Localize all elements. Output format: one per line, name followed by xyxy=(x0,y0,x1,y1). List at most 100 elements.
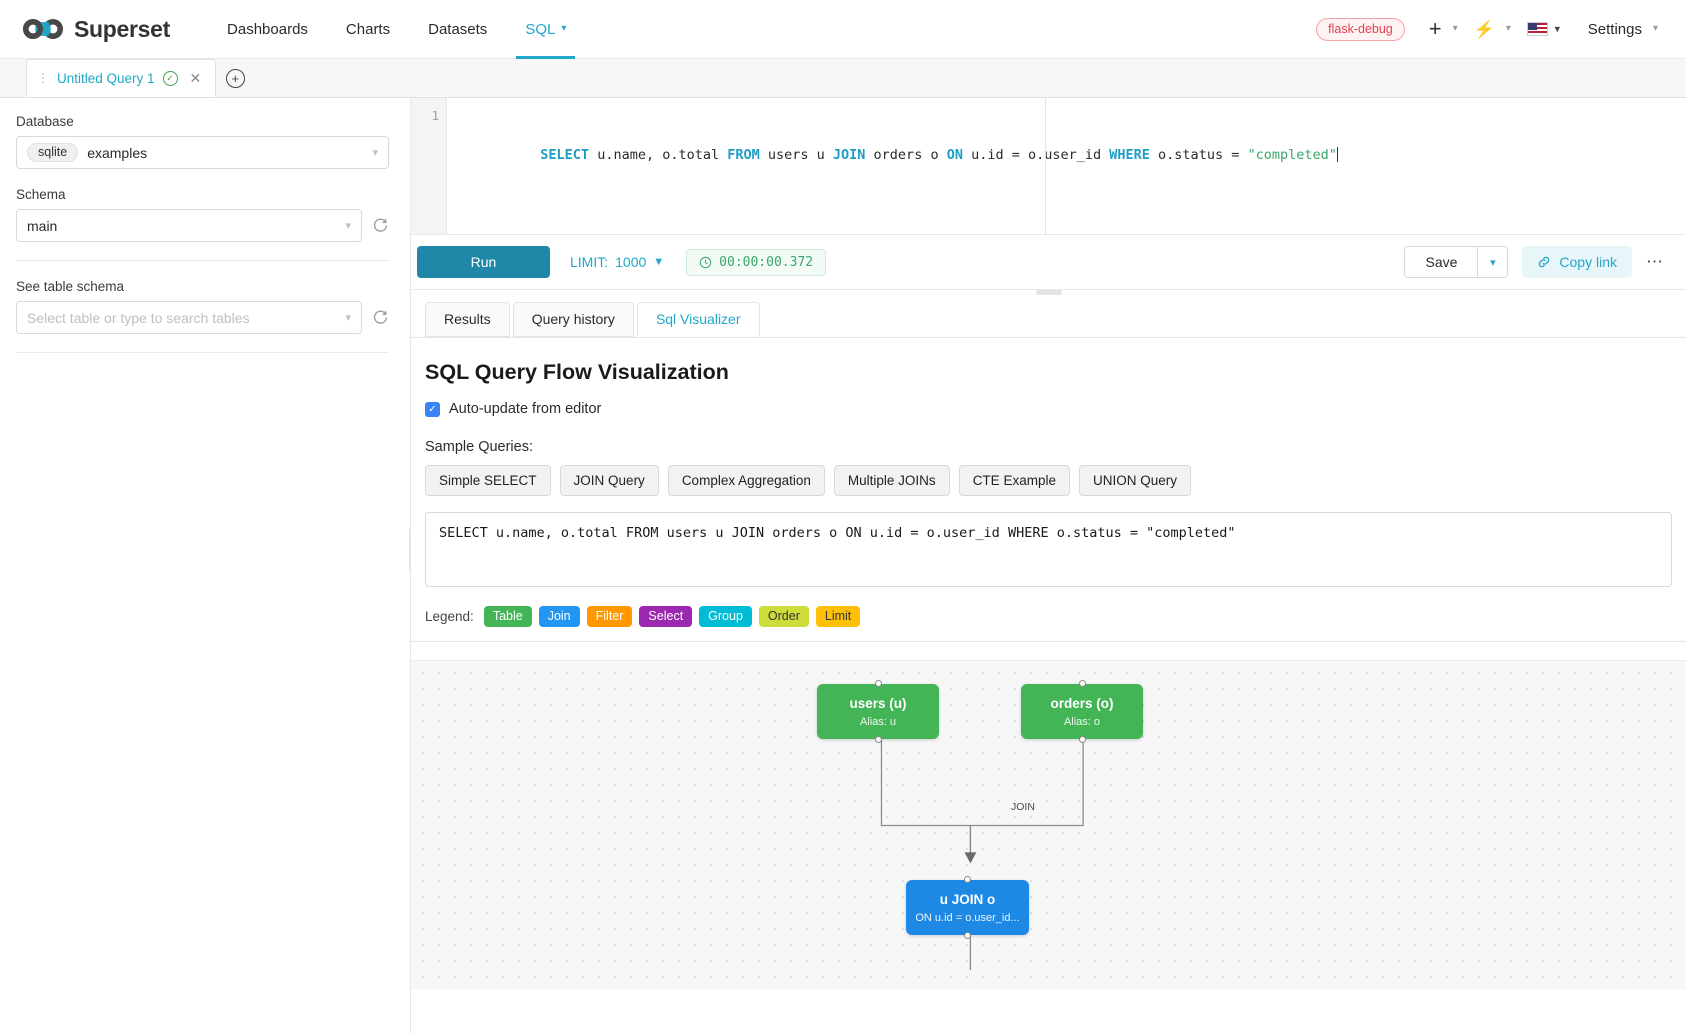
tab-results-label: Results xyxy=(444,311,491,327)
flask-debug-badge: flask-debug xyxy=(1316,17,1405,41)
tab-sql-visualizer[interactable]: Sql Visualizer xyxy=(636,302,760,337)
nav-link-datasets[interactable]: Datasets xyxy=(409,0,506,59)
bolt-menu-button[interactable]: ⚡ ▾ xyxy=(1468,17,1517,42)
flow-node-users[interactable]: users (u)Alias: u xyxy=(817,680,939,743)
ellipsis-icon[interactable]: ⋯ xyxy=(1646,252,1664,271)
code-token-10: "completed" xyxy=(1247,147,1337,163)
editor-toolbar: Run LIMIT: 1000 ▼ 00:00:00.372 Save ▾ xyxy=(411,235,1686,295)
sample-query-button-join-query[interactable]: JOIN Query xyxy=(559,465,659,496)
tab-results[interactable]: Results xyxy=(425,302,510,337)
sql-editor[interactable]: 1 SELECT u.name, o.total FROM users u JO… xyxy=(411,98,1686,235)
legend-chip-table: Table xyxy=(483,606,532,627)
query-textarea[interactable] xyxy=(425,512,1672,587)
sample-query-button-complex-aggregation[interactable]: Complex Aggregation xyxy=(667,465,825,496)
auto-update-row: ✓ Auto-update from editor xyxy=(425,401,1672,417)
legend-chip-limit: Limit xyxy=(815,606,861,627)
chevron-down-icon: ▾ xyxy=(345,220,351,232)
database-selected-value: examples xyxy=(87,144,148,161)
legend-chip-order: Order xyxy=(758,606,809,627)
tab-query-history[interactable]: Query history xyxy=(512,302,634,337)
nav-link-charts[interactable]: Charts xyxy=(327,0,409,59)
editor-resize-handle[interactable] xyxy=(1035,290,1062,295)
settings-menu[interactable]: Settings ▾ xyxy=(1572,17,1664,42)
limit-value: 1000 xyxy=(615,254,647,270)
query-flow-canvas[interactable]: users (u)Alias: u orders (o)Alias: o u JOI… xyxy=(411,660,1686,990)
caret-down-icon: ▼ xyxy=(653,256,665,268)
save-dropdown-button[interactable]: ▾ xyxy=(1477,246,1509,278)
visualizer-controls: SQL Query Flow Visualization ✓ Auto-upda… xyxy=(411,360,1686,627)
caret-down-icon: ▼ xyxy=(1552,24,1562,34)
add-query-tab-button[interactable]: + xyxy=(216,59,254,97)
database-select[interactable]: sqlite examples ▾ xyxy=(16,136,389,169)
query-tab-bar: ⋮ Untitled Query 1 ✓ ✕ + xyxy=(0,59,1686,98)
flow-node-orders[interactable]: orders (o)Alias: o xyxy=(1021,680,1143,743)
flow-node-join[interactable]: u JOIN o ON u.id = o.user_id... xyxy=(906,876,1029,939)
database-engine-pill: sqlite xyxy=(27,143,79,162)
sample-query-button-cte-example[interactable]: CTE Example xyxy=(958,465,1070,496)
auto-update-checkbox[interactable]: ✓ xyxy=(425,401,440,417)
code-token-7: u.id = o.user_id xyxy=(962,147,1110,163)
database-label: Database xyxy=(16,114,74,129)
query-timer-value: 00:00:00.372 xyxy=(719,254,814,270)
auto-update-label: Auto-update from editor xyxy=(449,401,602,417)
tab-query-history-label: Query history xyxy=(531,311,615,327)
close-icon[interactable]: ✕ xyxy=(189,69,202,86)
panel-divider-2 xyxy=(16,352,389,353)
refresh-schema-icon[interactable] xyxy=(372,217,389,234)
schema-select[interactable]: main ▾ xyxy=(16,209,362,242)
copy-link-label: Copy link xyxy=(1559,254,1617,270)
flow-node-subtitle: Alias: u xyxy=(859,716,897,729)
code-token-2: FROM xyxy=(727,147,760,163)
flow-node-title: orders (o) xyxy=(1050,695,1114,711)
text-cursor xyxy=(1336,147,1338,162)
save-button[interactable]: Save xyxy=(1404,246,1478,278)
flow-node-port-bottom[interactable] xyxy=(874,736,882,743)
flow-node-port-bottom[interactable] xyxy=(964,932,971,939)
language-selector[interactable]: ▼ xyxy=(1521,18,1568,40)
query-tab-untitled-query-1[interactable]: ⋮ Untitled Query 1 ✓ ✕ xyxy=(26,59,217,97)
sample-query-button-union-query[interactable]: UNION Query xyxy=(1078,465,1191,496)
chevron-down-icon: ▾ xyxy=(1490,256,1496,269)
query-timer: 00:00:00.372 xyxy=(686,248,827,276)
copy-link-button[interactable]: Copy link xyxy=(1522,246,1632,278)
brand-logo-area[interactable]: Superset xyxy=(22,16,170,43)
limit-label: LIMIT: xyxy=(570,254,609,270)
nav-link-sql[interactable]: SQL ▾ xyxy=(506,0,585,59)
legend-chip-join: Join xyxy=(538,606,580,627)
sample-query-button-multiple-joins[interactable]: Multiple JOINs xyxy=(833,465,950,496)
legend-chip-group: Group xyxy=(699,606,752,627)
nav-link-dashboards[interactable]: Dashboards xyxy=(208,0,327,59)
flow-node-title: u JOIN o xyxy=(939,891,996,907)
legend-divider xyxy=(411,641,1686,642)
drag-handle-icon[interactable]: ⋮ xyxy=(37,71,49,85)
flow-node-port-top[interactable] xyxy=(874,680,882,687)
settings-label: Settings xyxy=(1587,20,1642,38)
new-item-button[interactable]: + ▾ xyxy=(1423,14,1464,44)
limit-dropdown[interactable]: LIMIT: 1000 ▼ xyxy=(570,254,664,270)
check-circle-icon: ✓ xyxy=(162,70,178,86)
edge-orders-to-join xyxy=(969,726,1084,861)
edge-label-join: JOIN xyxy=(1008,801,1038,813)
run-button[interactable]: Run xyxy=(417,246,550,278)
chevron-down-icon: ▾ xyxy=(345,312,351,324)
table-schema-select[interactable]: Select table or type to search tables ▾ xyxy=(16,301,362,334)
page-title: SQL Query Flow Visualization xyxy=(425,360,729,384)
flow-node-port-bottom[interactable] xyxy=(1078,736,1086,743)
chevron-down-icon: ▾ xyxy=(1652,23,1658,34)
flow-node-port-top[interactable] xyxy=(1078,680,1086,687)
refresh-tables-icon[interactable] xyxy=(372,309,389,326)
toolbar-right-group: Save ▾ Copy link ⋯ xyxy=(1404,246,1664,278)
sql-visualizer-panel: SQL Query Flow Visualization ✓ Auto-upda… xyxy=(411,337,1686,1034)
editor-selection-marker xyxy=(1045,98,1046,235)
left-query-config-panel: Database sqlite examples ▾ Schema main ▾ xyxy=(0,98,414,1034)
sample-query-button-simple-select[interactable]: Simple SELECT xyxy=(425,465,551,496)
brand-name: Superset xyxy=(74,15,171,42)
nav-link-sql-label: SQL xyxy=(525,20,556,38)
bolt-icon: ⚡ xyxy=(1473,19,1495,39)
editor-code-line[interactable]: SELECT u.name, o.total FROM users u JOIN… xyxy=(447,98,1686,235)
result-tabs: Results Query history Sql Visualizer xyxy=(411,290,1686,337)
schema-field-group: Schema main ▾ xyxy=(16,187,389,242)
flow-node-subtitle: ON u.id = o.user_id... xyxy=(915,912,1020,925)
flow-node-port-top[interactable] xyxy=(964,876,971,883)
